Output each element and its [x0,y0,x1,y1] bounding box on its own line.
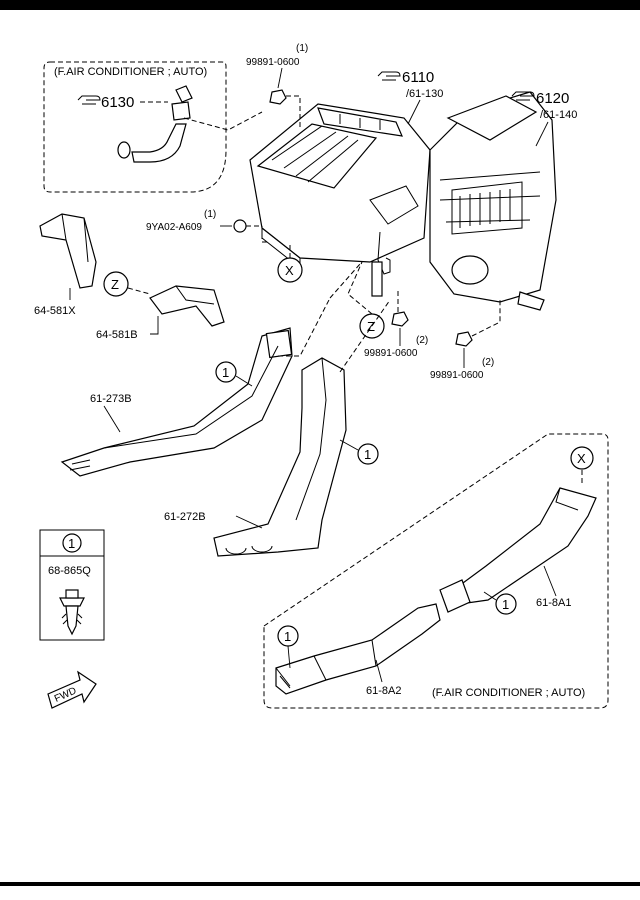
svg-text:X: X [285,263,294,278]
aspirator-hose [117,85,193,163]
fwd-arrow-icon: FWD [47,670,97,709]
part-number-61-140[interactable]: /61-140 [540,109,577,121]
group-aircon-auto-top: (F.AIR CONDITIONER ; AUTO) 6130 [43,61,263,193]
part-number-99891-0600[interactable]: 99891-0600 [246,57,300,68]
nut-right: (2) 99891-0600 [430,300,501,381]
clip-68-865q-box: 1 68-865Q [39,529,105,641]
callout-z-mid[interactable]: Z [347,261,385,339]
push-clip-icon [59,589,85,636]
callout-1 [215,361,237,383]
label-6120: 6120 /61-140 [511,90,577,147]
part-number-64-581x[interactable]: 64-581X [34,305,76,317]
part-number-64-581b[interactable]: 64-581B [96,329,138,341]
svg-text:1: 1 [284,629,291,644]
screw-9ya02: (1) 9YA02-A609 [146,209,270,243]
group-label: (F.AIR CONDITIONER ; AUTO) [54,66,207,78]
callout-1 [357,443,379,465]
duct-61-8a2: 1 61-8A2 [275,603,441,697]
qty: (2) [416,335,428,346]
part-number-9ya02-a609[interactable]: 9YA02-A609 [146,222,202,233]
duct-64-581x: 64-581X [34,213,97,317]
routing-line [329,263,361,299]
qty: (2) [482,357,494,368]
footer-rule [0,882,640,886]
part-number-99891-0600[interactable]: 99891-0600 [364,348,418,359]
qty: (1) [204,209,216,220]
callout-z-left[interactable]: Z [103,271,151,297]
duct-64-581b: 64-581B [96,285,225,341]
part-6120-assembly [429,91,557,311]
hand-pointer-icon [77,95,101,105]
part-number-61-273b[interactable]: 61-273B [90,393,132,405]
callout-1 [62,533,82,553]
part-number-99891-0600[interactable]: 99891-0600 [430,370,484,381]
group-aircon-auto-bottom: (F.AIR CONDITIONER ; AUTO) X 1 61-8A1 1 … [263,433,609,709]
svg-text:1: 1 [364,447,371,462]
routing-line [339,299,391,373]
hand-pointer-icon [377,71,401,81]
part-6110-assembly [249,103,431,297]
callout-x-bottom [570,446,594,470]
duct-61-272b: 1 61-272B [164,357,379,557]
part-number-6130[interactable]: 6130 [101,94,134,111]
svg-text:Z: Z [367,319,375,334]
nut-mid: (2) 99891-0600 [364,290,428,359]
duct-61-8a1: 1 61-8A1 [439,487,597,615]
nut-top: (1) 99891-0600 [246,43,308,130]
part-number-61-272b[interactable]: 61-272B [164,511,206,523]
callout-x-top[interactable]: X [277,244,303,283]
part-number-68-865q[interactable]: 68-865Q [48,565,91,577]
part-number-61-130[interactable]: /61-130 [406,88,443,100]
svg-text:Z: Z [111,277,119,292]
part-number-61-8a2[interactable]: 61-8A2 [366,685,401,697]
svg-text:X: X [577,451,586,466]
part-number-61-8a1[interactable]: 61-8A1 [536,597,571,609]
label-6110: 6110 /61-130 [377,69,443,125]
svg-text:1: 1 [68,536,75,551]
svg-text:1: 1 [222,365,229,380]
part-number-6110[interactable]: 6110 [402,69,434,86]
callout-1 [495,593,517,615]
hand-pointer-icon [511,91,535,101]
header-bar [0,0,640,10]
svg-text:1: 1 [502,597,509,612]
part-number-6120[interactable]: 6120 [536,90,569,107]
group-label: (F.AIR CONDITIONER ; AUTO) [432,687,585,699]
duct-61-273b: 1 61-273B [60,297,331,477]
qty: (1) [296,43,308,54]
